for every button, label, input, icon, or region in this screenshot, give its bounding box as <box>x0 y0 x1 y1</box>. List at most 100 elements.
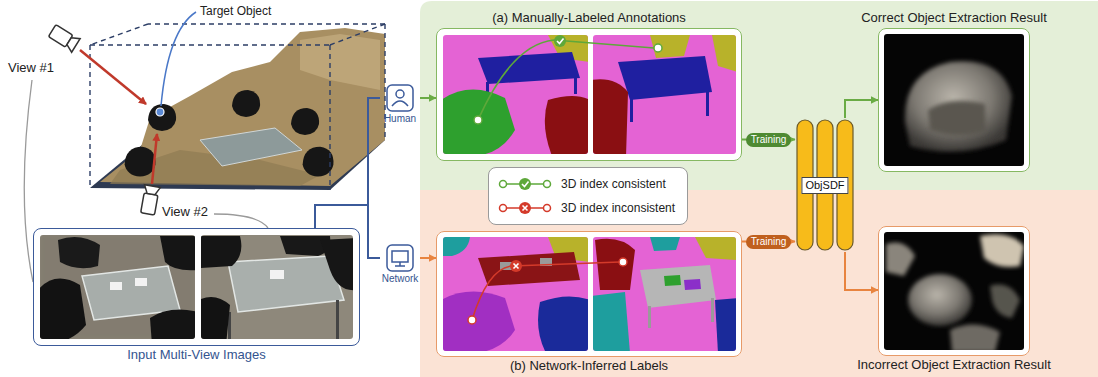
human-icon-part <box>392 101 408 106</box>
check-symbol <box>522 182 529 187</box>
legend-sample <box>497 176 553 192</box>
callout-label: Target Object <box>200 4 271 19</box>
computer-icon-part <box>387 245 413 271</box>
photo-part <box>110 282 122 290</box>
scene-3d-part-part <box>329 45 330 190</box>
legend-row: 3D index inconsistent <box>497 196 675 220</box>
camera-symbol-part <box>141 193 158 215</box>
photo-part <box>160 236 195 270</box>
band-annotated-part <box>420 1 1098 190</box>
sample-badge <box>519 202 531 214</box>
photo <box>40 235 195 339</box>
flow-connector <box>315 205 380 258</box>
view-label: View #2 <box>162 204 208 219</box>
flow-connector <box>420 257 436 259</box>
objsdf-network: ObjSDF <box>795 118 855 252</box>
segmentation-mask-part <box>618 56 712 100</box>
flow-connector <box>845 252 878 290</box>
scene-3d-part <box>90 24 385 190</box>
human-icon-part <box>396 90 404 98</box>
photo-part <box>135 278 147 286</box>
incorrect-result-panel: Incorrect Object Extraction Result <box>878 226 1030 356</box>
camera-symbol <box>140 185 161 215</box>
scene-3d <box>90 24 385 190</box>
panel-heading: Input Multi-View Images <box>127 347 266 362</box>
extraction-render <box>884 232 1024 350</box>
panel-heading: (a) Manually-Labeled Annotations <box>492 10 686 25</box>
view-link-part <box>24 80 33 282</box>
segmentation-mask-part <box>574 76 577 94</box>
network-predictor: Network <box>380 244 420 286</box>
segmentation-mask-part <box>478 252 580 286</box>
consistency-link-part <box>474 116 482 124</box>
extraction-render-part <box>884 34 1024 166</box>
flow-connector <box>845 100 878 118</box>
panel-ground-part <box>33 228 360 346</box>
photo-part <box>201 236 241 268</box>
flow-connector <box>315 98 380 228</box>
computer-icon <box>387 245 413 271</box>
segmentation-mask-part <box>593 79 628 154</box>
legend-row: 3D index consistent <box>497 172 675 196</box>
view-link-part <box>214 214 268 228</box>
sample-badge <box>519 178 531 190</box>
scene-3d-part-part <box>90 24 148 45</box>
legend-box: 3D index consistent 3D index inconsistent <box>488 167 688 225</box>
segmentation-mask-part <box>443 89 515 154</box>
photo-part <box>150 310 195 339</box>
scene-3d-part-part <box>90 44 330 45</box>
panel-ground <box>33 28 1030 357</box>
edge-label: Training <box>746 133 792 147</box>
panel-ground-part <box>436 231 742 357</box>
segmentation-mask <box>593 237 736 351</box>
photo-part <box>320 238 353 290</box>
inconsistency-link-part <box>514 264 519 269</box>
extraction-render <box>884 34 1024 166</box>
edge-label: Training <box>746 235 792 249</box>
consistency-link-part <box>557 39 564 44</box>
target-leader-part <box>161 12 196 106</box>
consistency-link <box>474 35 662 124</box>
target-leader <box>161 12 196 106</box>
sample-dot <box>500 181 507 188</box>
extraction-render-part <box>886 243 915 277</box>
inconsistency-link <box>468 258 627 324</box>
photo-part <box>270 270 284 279</box>
segmentation-mask-part <box>650 237 680 251</box>
camera-symbol-part <box>143 185 160 196</box>
panel-ground-part <box>878 28 1030 172</box>
panel-ground-part <box>436 28 742 161</box>
inconsistency-link-part <box>468 316 476 324</box>
inferred-label-panel: (b) Network-Inferred Labels <box>436 231 742 357</box>
segmentation-mask <box>443 35 588 154</box>
input-images-panel: Input Multi-View Images <box>33 228 360 346</box>
human-annotator: Human <box>380 84 420 126</box>
extraction-render-part <box>928 101 986 135</box>
scene-3d-part <box>125 147 156 177</box>
scene-3d-part <box>100 28 385 186</box>
inconsistency-link-part <box>619 258 627 266</box>
legend-text: 3D index inconsistent <box>561 201 675 215</box>
computer-icon-part <box>395 262 405 266</box>
block-label: ObjSDF <box>801 177 848 194</box>
extraction-render-part <box>908 274 972 326</box>
scene-3d-part <box>291 108 319 135</box>
segmentation-mask-part <box>595 239 635 290</box>
photo-part <box>58 237 100 268</box>
panel-heading: Correct Object Extraction Result <box>861 10 1047 25</box>
segmentation-mask-part <box>538 296 588 351</box>
annotation-panel: (a) Manually-Labeled Annotations <box>436 28 742 161</box>
extraction-render-part <box>990 285 1020 318</box>
extraction-render-part <box>905 61 1012 152</box>
legend-sample <box>497 200 553 216</box>
photo-part <box>336 300 339 339</box>
consistency-link-part <box>554 35 566 47</box>
segmentation-mask-part <box>648 306 651 328</box>
segmentation-mask-part <box>684 279 701 290</box>
scene-3d-part-part <box>330 24 385 45</box>
sample-dot <box>544 205 551 212</box>
inconsistency-link-part <box>472 262 620 320</box>
extraction-render-part <box>980 234 1024 267</box>
segmentation-mask-part <box>545 96 588 154</box>
